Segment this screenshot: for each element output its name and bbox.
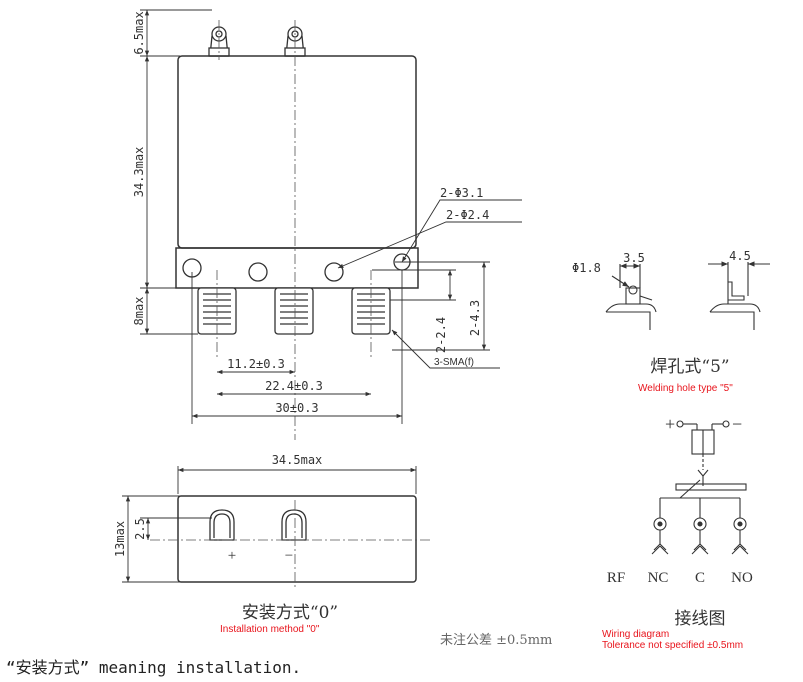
top-view	[175, 26, 419, 335]
coil-plus-label: +	[665, 414, 675, 434]
dim-terminal-height: 6.5max	[132, 11, 146, 54]
weld-width-2: 4.5	[729, 249, 751, 263]
top-view-centerlines	[216, 20, 372, 440]
coil-terminal-minus	[722, 420, 730, 428]
wiring-labels: + − RF NC C NO 接线图 未注公差 ±0.5mm Wiring di…	[440, 414, 753, 650]
drawing: 6.5max 34.3max 8max 2-Φ3.1 2-Φ2.4 2-2.4 …	[113, 9, 770, 650]
weld-width-1: 3.5	[623, 251, 645, 265]
dim-pitch-1: 11.2±0.3	[227, 357, 285, 371]
mount-hole-2	[324, 262, 344, 282]
port-label-nc: NC	[648, 570, 669, 586]
dim-bottom-height: 13max	[113, 521, 127, 557]
rf-port-nc	[651, 517, 669, 555]
dim-connector-height: 8max	[132, 297, 146, 326]
bottom-terminal-plus	[209, 509, 235, 541]
connector-label: 3-SMA(f)	[434, 357, 474, 368]
rf-port-no	[731, 517, 749, 555]
installation-title-cn: 安装方式“0”	[242, 603, 338, 623]
dim-bottom-width: 34.5max	[272, 453, 323, 467]
dim-offset-b: 2-4.3	[468, 300, 482, 336]
coil-minus-label: −	[732, 414, 742, 434]
dim-terminal-offset: 2.5	[133, 518, 147, 540]
bottom-view-labels: 34.5max 13max 2.5 + − 安装方式“0” Installati…	[113, 453, 338, 635]
weld-title-cn: 焊孔式“5”	[650, 357, 729, 377]
tolerance-note-cn: 未注公差 ±0.5mm	[440, 633, 552, 648]
weld-title-en: Welding hole type "5"	[638, 383, 733, 394]
weld-detail-right	[708, 261, 770, 330]
bottom-view	[177, 495, 417, 583]
mount-hole-1	[248, 262, 268, 282]
bottom-view-dimensions	[122, 466, 417, 583]
port-label-rf: RF	[607, 570, 625, 586]
wiring-title-cn: 接线图	[675, 609, 726, 629]
weld-detail-left	[605, 263, 657, 330]
bottom-body	[177, 495, 417, 583]
switch-body	[177, 55, 417, 249]
wiring-title-en: Wiring diagram	[602, 629, 669, 640]
actuator	[675, 483, 747, 491]
bottom-plus-sign: +	[228, 548, 236, 564]
bottom-minus-sign: −	[285, 548, 293, 564]
installation-title-en: Installation method "0"	[220, 624, 320, 635]
bottom-terminal-minus	[281, 509, 307, 541]
port-label-c: C	[695, 570, 705, 586]
mounting-flange	[175, 247, 419, 289]
hole-label-large: 2-Φ3.1	[440, 186, 483, 200]
caption: “安装方式” meaning installation.	[6, 658, 302, 677]
top-view-labels: 6.5max 34.3max 8max 2-Φ3.1 2-Φ2.4 2-2.4 …	[132, 11, 489, 415]
sma-connector-2	[274, 287, 314, 335]
dim-pitch-3: 30±0.3	[275, 401, 318, 415]
tolerance-note-en: Tolerance not specified ±0.5mm	[602, 640, 743, 650]
bottom-view-centerlines	[150, 500, 430, 590]
weld-dia: Φ1.8	[572, 261, 601, 275]
dim-body-height: 34.3max	[132, 147, 146, 198]
dim-pitch-2: 22.4±0.3	[265, 379, 323, 393]
coil-terminal-plus	[676, 420, 684, 428]
wiring-diagram	[651, 420, 749, 555]
weld-detail-labels: Φ1.8 3.5 4.5 焊孔式“5” Welding hole type "5…	[572, 249, 751, 394]
port-label-no: NO	[731, 570, 753, 586]
top-view-dimensions	[140, 9, 522, 424]
hole-label-small: 2-Φ2.4	[446, 208, 489, 222]
rf-port-c	[691, 517, 709, 555]
dim-offset-a: 2-2.4	[434, 317, 448, 353]
